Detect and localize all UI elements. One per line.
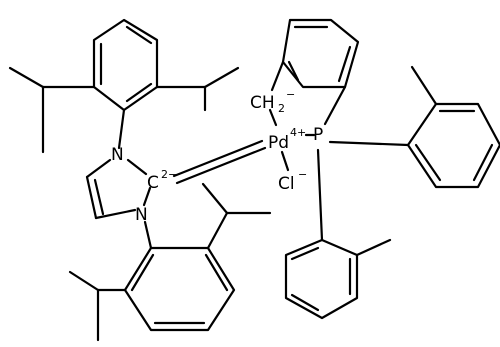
- atom-cl: Cl: [278, 174, 295, 194]
- atom-p: P: [313, 125, 323, 145]
- atom-carbene-c: C: [147, 173, 159, 193]
- atom-ch2: CH: [250, 93, 275, 113]
- pd-cl-bond: [280, 150, 290, 172]
- cl-charge: −: [298, 168, 307, 181]
- atom-n1: N: [111, 145, 124, 165]
- p-tolyl-right-bond: [328, 140, 410, 147]
- ch2-charge: −: [286, 88, 295, 101]
- pd-ch2-bond: [268, 108, 278, 127]
- tolyl-right-ring: [406, 65, 500, 189]
- lower-aryl-ring: [123, 246, 236, 332]
- upper-right-isopropyl: [155, 66, 240, 112]
- carbene-pd-double-bond: [172, 139, 267, 185]
- upper-left-isopropyl: [8, 66, 96, 154]
- atom-pd: Pd: [268, 133, 289, 153]
- lower-right-isopropyl: [201, 182, 272, 250]
- p-tolyl-bottom-bond: [316, 148, 324, 242]
- carbene-charge: 2−: [161, 168, 177, 181]
- benzyl-ch2-bond: [270, 60, 285, 92]
- lower-left-isopropyl: [68, 270, 127, 342]
- upper-aryl-ring: [92, 18, 159, 112]
- pd-charge: 4+: [290, 126, 306, 139]
- atom-n3: N: [135, 205, 148, 225]
- imidazole-ring: [85, 158, 152, 220]
- tolyl-bottom-ring: [284, 238, 392, 320]
- n1-aryl-bond: [117, 108, 126, 150]
- ring-p-bond: [323, 85, 347, 126]
- ch2-subscript: 2: [278, 102, 285, 115]
- benzyl-ring: [281, 18, 360, 89]
- n3-aryl-bond: [143, 220, 153, 250]
